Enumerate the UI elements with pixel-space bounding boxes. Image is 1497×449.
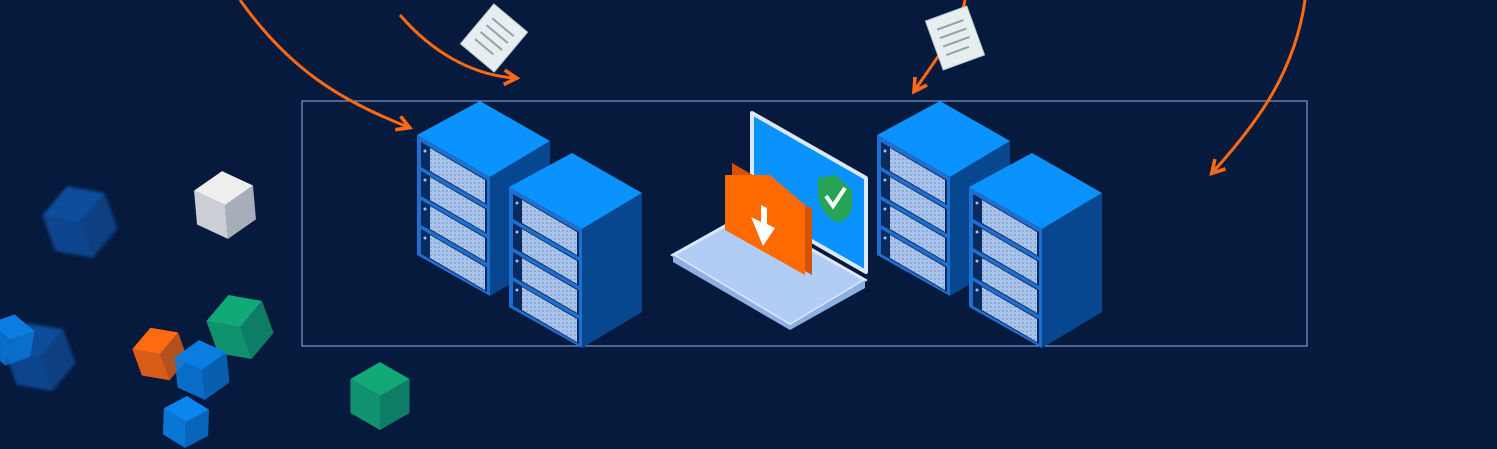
laptop (670, 111, 868, 330)
document-icon (459, 3, 529, 73)
cubes (0, 171, 410, 448)
document-icon (924, 5, 986, 71)
arrow-1 (238, 0, 414, 132)
cube (350, 362, 410, 430)
server-rack (509, 153, 642, 348)
cube (174, 340, 230, 400)
frame (301, 100, 1308, 347)
arrow-2 (398, 14, 521, 87)
cube (132, 327, 188, 381)
arrow-4 (1209, 0, 1307, 177)
cube (42, 186, 118, 258)
cube (162, 396, 210, 448)
cube (0, 314, 35, 366)
folder-download-icon (725, 163, 812, 275)
server-rack (969, 153, 1102, 348)
server-rack (417, 101, 550, 296)
cube (194, 171, 256, 239)
shield-check-icon (818, 175, 852, 222)
